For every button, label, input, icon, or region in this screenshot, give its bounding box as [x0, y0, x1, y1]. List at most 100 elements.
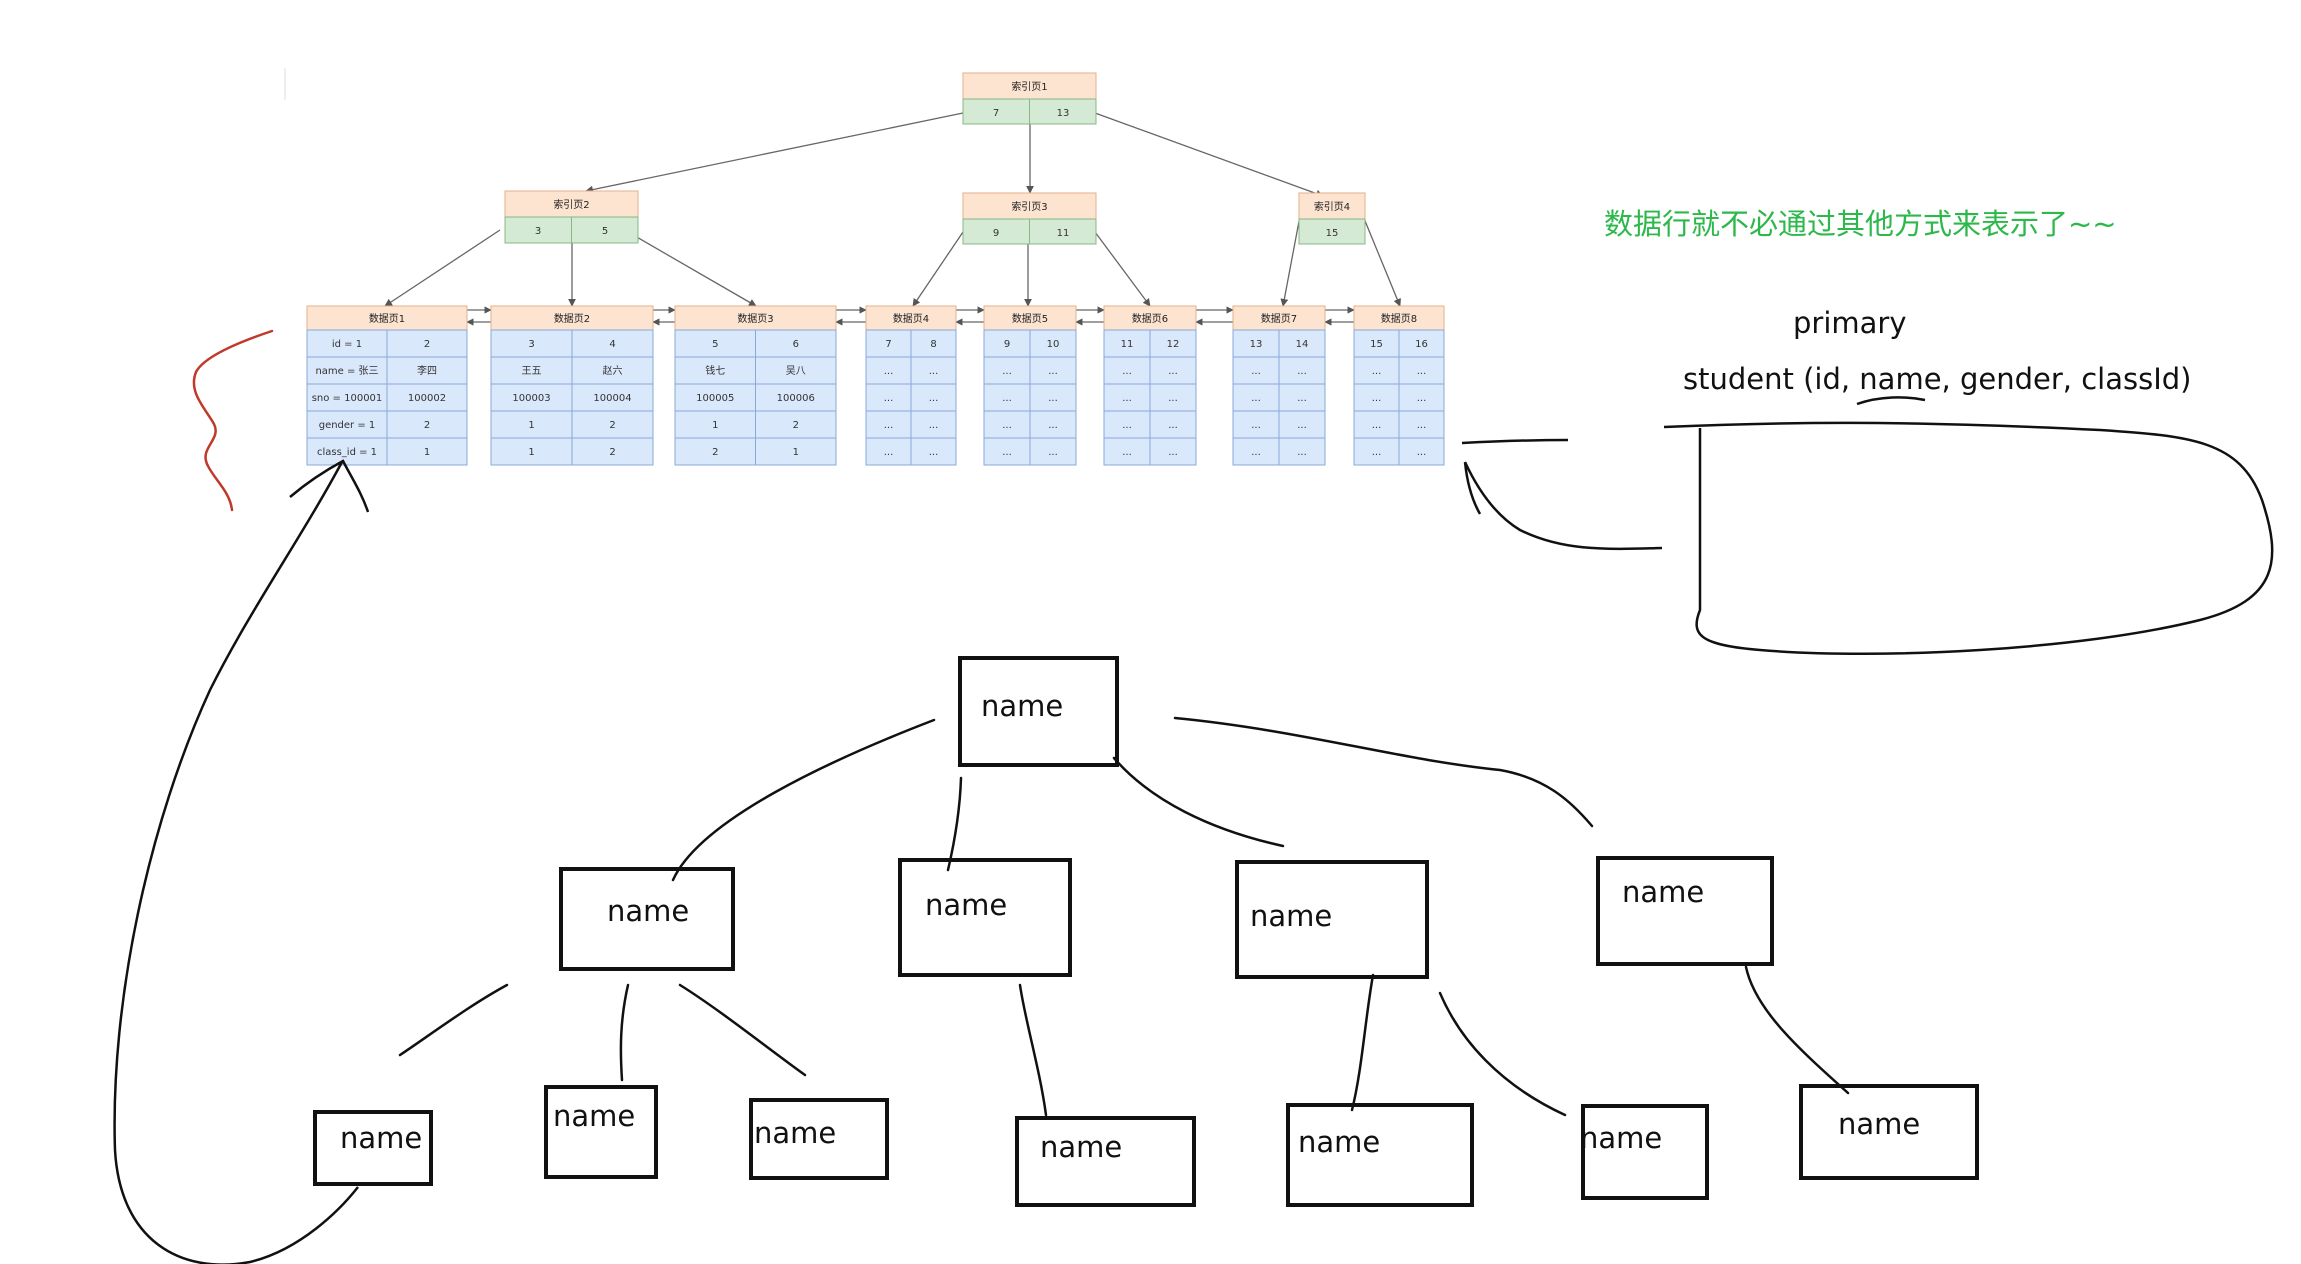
- data-cell-text: name = 张三: [315, 365, 378, 377]
- data-cell-text: 1: [793, 447, 799, 458]
- data-cell: [1353, 410, 1400, 439]
- tree-node-label: name: [1298, 1125, 1380, 1159]
- data-cell: [1029, 437, 1077, 466]
- data-cell: [1103, 356, 1151, 385]
- data-cell-text: 1: [528, 447, 534, 458]
- data-cell: [674, 437, 756, 466]
- tree-level2-node: name: [1015, 1116, 1196, 1207]
- data-cell: [386, 329, 468, 358]
- data-cell-text: ...: [884, 447, 894, 458]
- data-cell: [571, 410, 654, 439]
- tree-node-label: name: [607, 894, 689, 928]
- data-cell-text: sno = 100001: [312, 393, 383, 404]
- data-page-header: [1103, 305, 1197, 331]
- data-cell-text: ...: [1372, 420, 1382, 431]
- index-page-title: 索引页4: [1314, 200, 1350, 213]
- data-cell-text: class_id = 1: [317, 447, 377, 458]
- data-cell-text: 李四: [417, 364, 437, 377]
- data-cell: [674, 410, 756, 439]
- data-page-header: [983, 305, 1077, 331]
- index-key: 5: [602, 226, 608, 237]
- data-cell: [865, 356, 912, 385]
- data-cell-text: ...: [1122, 366, 1132, 377]
- data-cell-text: ...: [1417, 447, 1427, 458]
- data-page-title: 数据页3: [737, 312, 773, 325]
- data-cell-text: 100004: [593, 393, 631, 404]
- tree-node-label: name: [925, 888, 1007, 922]
- data-cell: [865, 410, 912, 439]
- data-page-header: [1232, 305, 1326, 331]
- hand-arrow-left: [113, 461, 359, 1264]
- data-cell-text: ...: [1251, 393, 1261, 404]
- data-cell-text: 1: [528, 420, 534, 431]
- data-cell: [1398, 410, 1445, 439]
- tree-level1-node: name: [898, 858, 1072, 977]
- data-cell-text: ...: [1297, 366, 1307, 377]
- index-page-1: 索引页1 7 13: [962, 72, 1097, 125]
- tree-level1-node: name: [1596, 856, 1774, 966]
- data-cell: [1149, 437, 1197, 466]
- data-cell-text: 赵六: [603, 364, 623, 377]
- data-cell: [386, 410, 468, 439]
- data-cell-text: 16: [1415, 339, 1428, 350]
- tree-node-label: name: [1838, 1107, 1920, 1141]
- data-cell-text: ...: [1251, 447, 1261, 458]
- data-cell-text: ...: [1168, 447, 1178, 458]
- data-cell-text: ...: [884, 366, 894, 377]
- tree-level2-node: name: [1799, 1084, 1979, 1180]
- sibling-links: [466, 306, 1355, 326]
- data-cell-text: ...: [1048, 447, 1058, 458]
- data-cell-text: ...: [1417, 366, 1427, 377]
- data-cell-text: ...: [1417, 393, 1427, 404]
- data-cell: [1149, 356, 1197, 385]
- hand-arrow-right: [1463, 461, 1663, 551]
- tree-level2-node: name: [544, 1085, 658, 1179]
- data-cell-text: ...: [1048, 393, 1058, 404]
- data-cell: [1278, 437, 1326, 466]
- data-cell: [1398, 356, 1445, 385]
- data-cell-text: 100003: [512, 393, 550, 404]
- hand-loop: [1663, 421, 2274, 655]
- data-cell-text: 13: [1250, 339, 1263, 350]
- data-cell-text: ...: [1168, 366, 1178, 377]
- data-cell-text: 14: [1296, 339, 1309, 350]
- data-cell: [1029, 383, 1077, 412]
- data-cell: [755, 356, 837, 385]
- data-cell-text: 2: [712, 447, 718, 458]
- data-cell-text: ...: [1372, 366, 1382, 377]
- tree-node-label: name: [1250, 899, 1332, 933]
- data-page-title: 数据页7: [1261, 312, 1297, 325]
- index-page-2: 索引页2 3 5: [504, 190, 639, 244]
- data-cell-text: ...: [1002, 366, 1012, 377]
- data-cell-text: 8: [930, 339, 936, 350]
- data-cell: [571, 356, 654, 385]
- data-page-header: [306, 305, 468, 331]
- data-cell: [306, 437, 388, 466]
- data-cell-text: 2: [424, 339, 430, 350]
- data-cell-text: ...: [1122, 420, 1132, 431]
- data-cell: [910, 356, 957, 385]
- index-key: 3: [535, 226, 541, 237]
- data-cell-text: ...: [1002, 420, 1012, 431]
- data-cell: [983, 356, 1031, 385]
- data-page-header: [490, 305, 654, 331]
- data-cell: [865, 437, 912, 466]
- data-cell-text: 7: [885, 339, 891, 350]
- tree-node-label: name: [1580, 1121, 1662, 1155]
- index-key: 7: [993, 108, 999, 119]
- data-page-header: [865, 305, 957, 331]
- tree-edges: [398, 716, 1850, 1117]
- data-cell-text: 6: [793, 339, 799, 350]
- data-cell-text: ...: [1417, 420, 1427, 431]
- data-cell: [910, 410, 957, 439]
- tree-node-label: name: [754, 1116, 836, 1150]
- data-cell: [910, 329, 957, 358]
- data-cell: [1278, 329, 1326, 358]
